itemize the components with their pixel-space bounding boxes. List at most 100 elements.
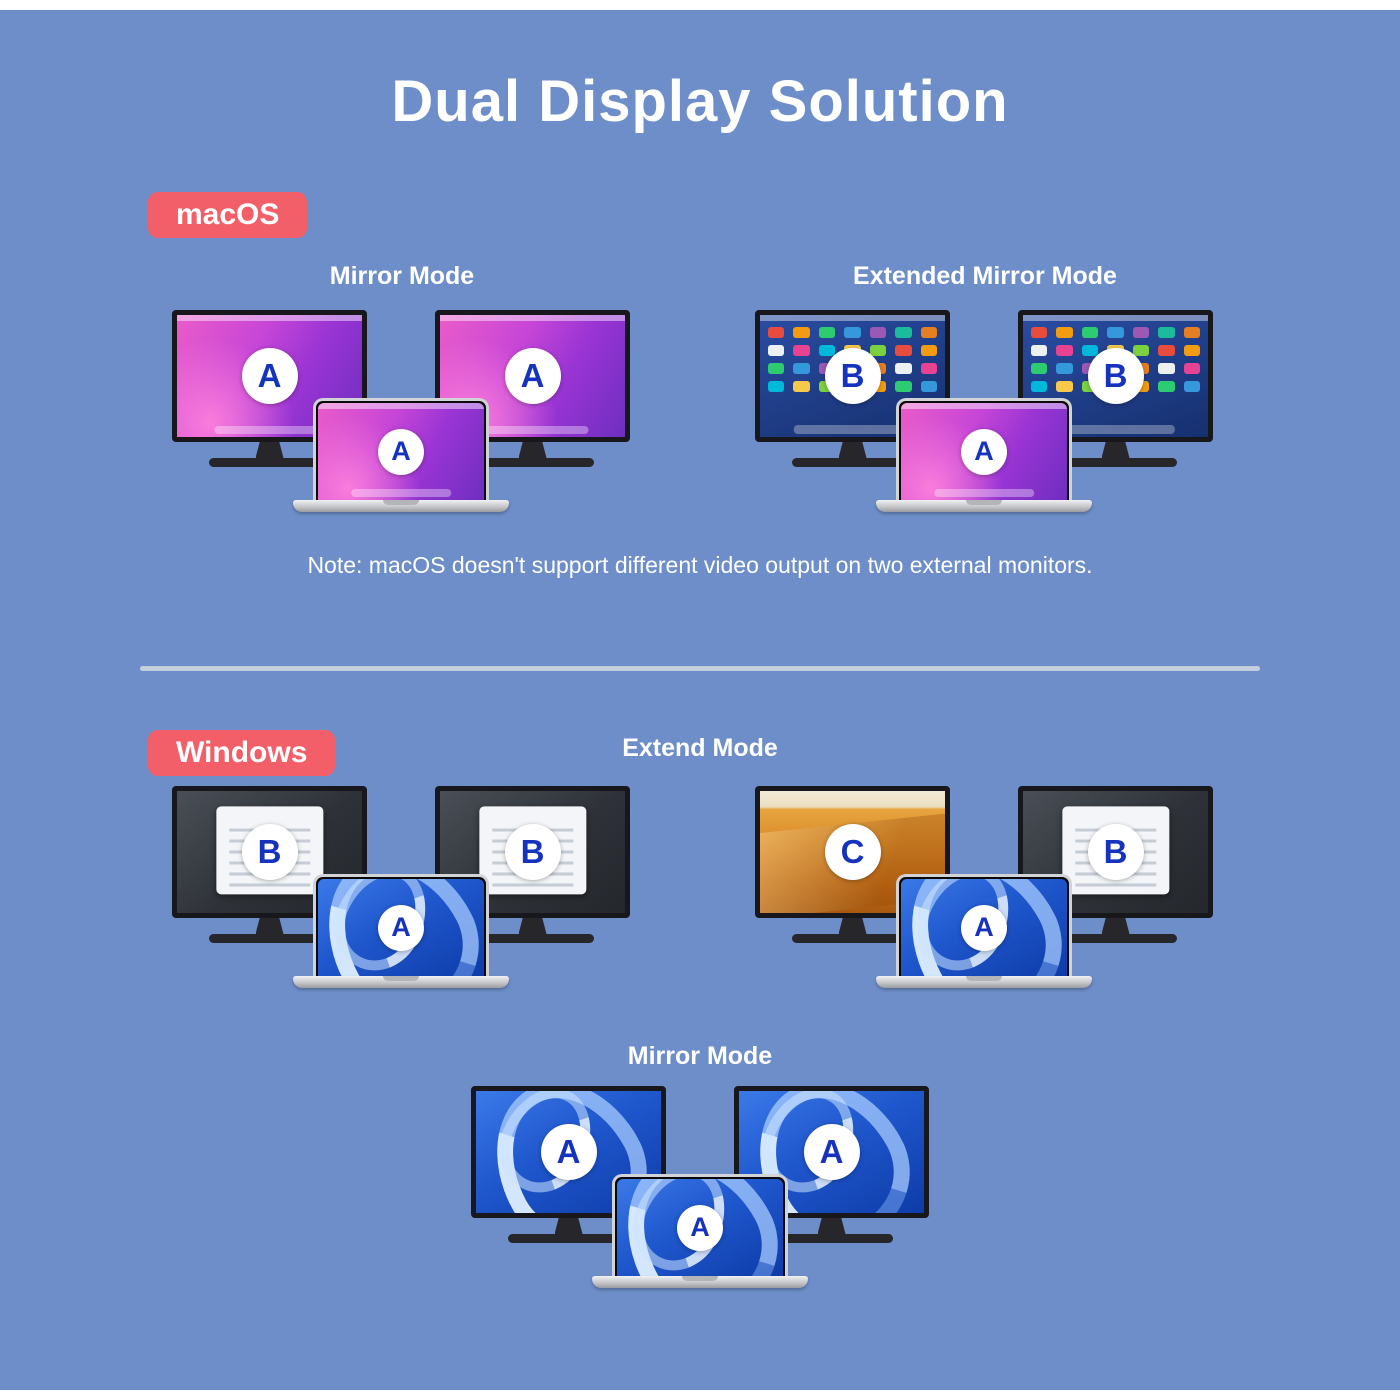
section-divider [140, 666, 1260, 671]
macos-wallpaper: A [318, 403, 484, 500]
windows-mirror-mode-label: Mirror Mode [627, 1042, 773, 1070]
macos-mirror-mode-label: Mirror Mode [329, 262, 475, 290]
monitor-stand-neck [1101, 918, 1130, 934]
monitor-stand-base [471, 458, 594, 467]
app-icon [920, 345, 937, 356]
display-group-macos-extended: B B A [755, 310, 1213, 520]
laptop-screen: A [612, 1174, 788, 1276]
display-group-windows-extend-left: B B A [172, 786, 630, 996]
app-icon [793, 327, 810, 338]
app-icon [1132, 327, 1150, 338]
windows11-wallpaper: A [617, 1179, 783, 1276]
macos-extended-mirror-mode-label: Extended Mirror Mode [853, 262, 1117, 290]
app-icon [920, 327, 937, 338]
app-icon [768, 363, 785, 374]
display-letter-badge: B [504, 824, 561, 880]
windows-badge: Windows [148, 730, 336, 776]
app-icon [1031, 345, 1048, 356]
monitor-stand-neck [817, 1218, 846, 1234]
display-letter-badge: B [824, 348, 881, 404]
laptop-screen: A [313, 398, 489, 500]
monitor-stand-base [1054, 458, 1177, 467]
laptop-screen: A [313, 874, 489, 976]
app-icon [1031, 327, 1048, 338]
app-icon [1158, 327, 1175, 338]
monitor-screen: A [471, 1086, 666, 1218]
laptop: A [293, 398, 509, 512]
laptop-base [293, 500, 509, 512]
app-icon [895, 345, 912, 356]
monitor-stand-base [770, 1234, 893, 1243]
app-icon [1056, 327, 1073, 338]
app-icon [793, 381, 810, 392]
monitor-stand-neck [1101, 442, 1130, 458]
app-icon [1056, 381, 1073, 392]
app-icon [1056, 345, 1073, 356]
monitor-stand-neck [255, 918, 284, 934]
monitor-stand-neck [518, 442, 547, 458]
monitor-stand-base [471, 934, 594, 943]
app-icon [793, 345, 810, 356]
laptop-base [293, 976, 509, 988]
macos-note: Note: macOS doesn't support different vi… [307, 552, 1093, 578]
app-icon [920, 363, 937, 374]
display-letter-badge: B [1087, 824, 1144, 880]
display-letter-badge: B [241, 824, 298, 880]
display-letter-badge: A [961, 428, 1007, 475]
app-icon [1056, 363, 1073, 374]
laptop: A [876, 874, 1092, 988]
app-icon [768, 327, 785, 338]
display-group-windows-extend-right: C B A [755, 786, 1213, 996]
background [0, 10, 1400, 1390]
app-icon [895, 327, 912, 338]
windows-extend-mode-label: Extend Mode [622, 734, 778, 762]
display-letter-badge: A [378, 904, 424, 951]
app-icon [1081, 345, 1099, 356]
display-group-macos-mirror: A A A [172, 310, 630, 520]
app-icon [869, 327, 887, 338]
macos-wallpaper: A [440, 315, 625, 437]
app-icon [1132, 345, 1150, 356]
laptop-base [592, 1276, 808, 1288]
display-letter-badge: A [378, 428, 424, 475]
app-icon [1031, 363, 1048, 374]
app-icon [1081, 327, 1099, 338]
app-icon [793, 363, 810, 374]
monitor-stand-neck [838, 918, 867, 934]
display-group-windows-mirror: A A A [471, 1086, 929, 1296]
display-letter-badge: A [504, 348, 561, 404]
macos-badge: macOS [148, 192, 308, 238]
app-icon [920, 381, 937, 392]
display-letter-badge: A [961, 904, 1007, 951]
laptop: A [876, 398, 1092, 512]
page-title: Dual Display Solution [391, 69, 1009, 134]
monitor-stand-base [791, 934, 914, 943]
laptop-screen: A [896, 398, 1072, 500]
app-icon [768, 381, 785, 392]
monitor-stand-base [208, 934, 331, 943]
monitor-screen: B [1018, 786, 1213, 918]
app-icon [895, 363, 912, 374]
app-icon [844, 327, 861, 338]
app-icon [1158, 381, 1175, 392]
app-icon [895, 381, 912, 392]
windows11-wallpaper: A [901, 879, 1067, 976]
monitor-stand-neck [518, 918, 547, 934]
app-icon [1158, 345, 1175, 356]
display-letter-badge: B [1087, 348, 1144, 404]
app-icon [1031, 381, 1048, 392]
app-icon [1183, 363, 1200, 374]
laptop-screen: A [896, 874, 1072, 976]
app-icon [768, 345, 785, 356]
windows11-wallpaper: A [318, 879, 484, 976]
display-letter-badge: A [677, 1204, 723, 1251]
app-icon [1158, 363, 1175, 374]
monitor-stand-base [507, 1234, 630, 1243]
app-icon [1183, 345, 1200, 356]
external-monitor: B [1018, 786, 1213, 943]
monitor-stand-base [208, 458, 331, 467]
app-icon [1183, 381, 1200, 392]
laptop: A [293, 874, 509, 988]
laptop-base [876, 500, 1092, 512]
